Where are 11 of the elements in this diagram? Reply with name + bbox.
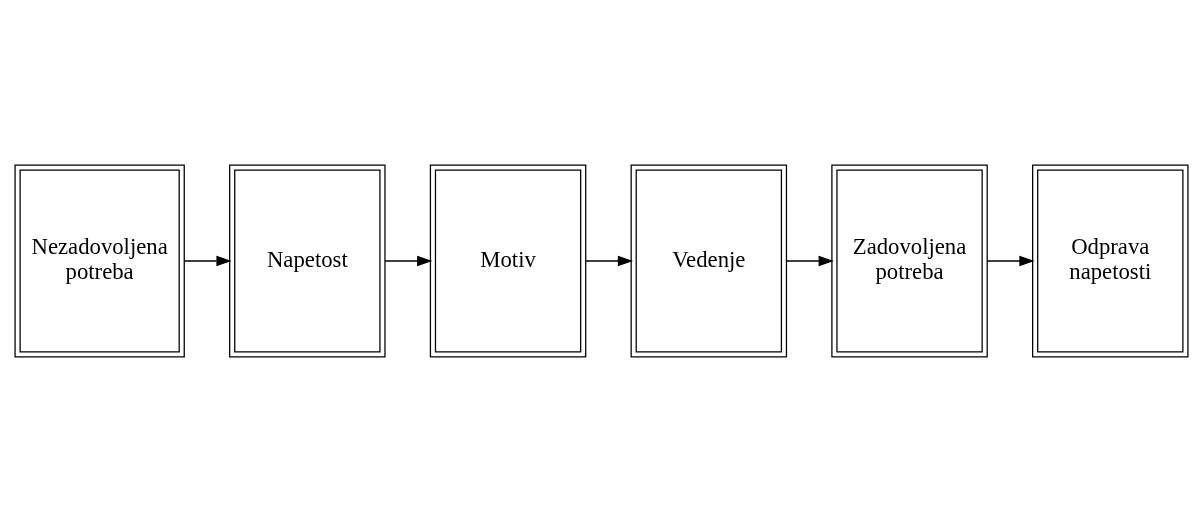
- arrow: [986, 255, 1035, 267]
- arrow: [183, 255, 232, 267]
- arrow: [384, 255, 433, 267]
- node-box: Zadovoljena potreba: [831, 164, 988, 358]
- node-box: Motiv: [429, 164, 587, 358]
- arrow: [786, 255, 834, 267]
- arrow: [585, 255, 634, 267]
- node-box: Vedenje: [630, 164, 788, 358]
- node-box: Napetost: [229, 164, 386, 358]
- node-box: Nezadovoljena potreba: [14, 164, 185, 358]
- node-box: Odprava napetosti: [1032, 164, 1189, 358]
